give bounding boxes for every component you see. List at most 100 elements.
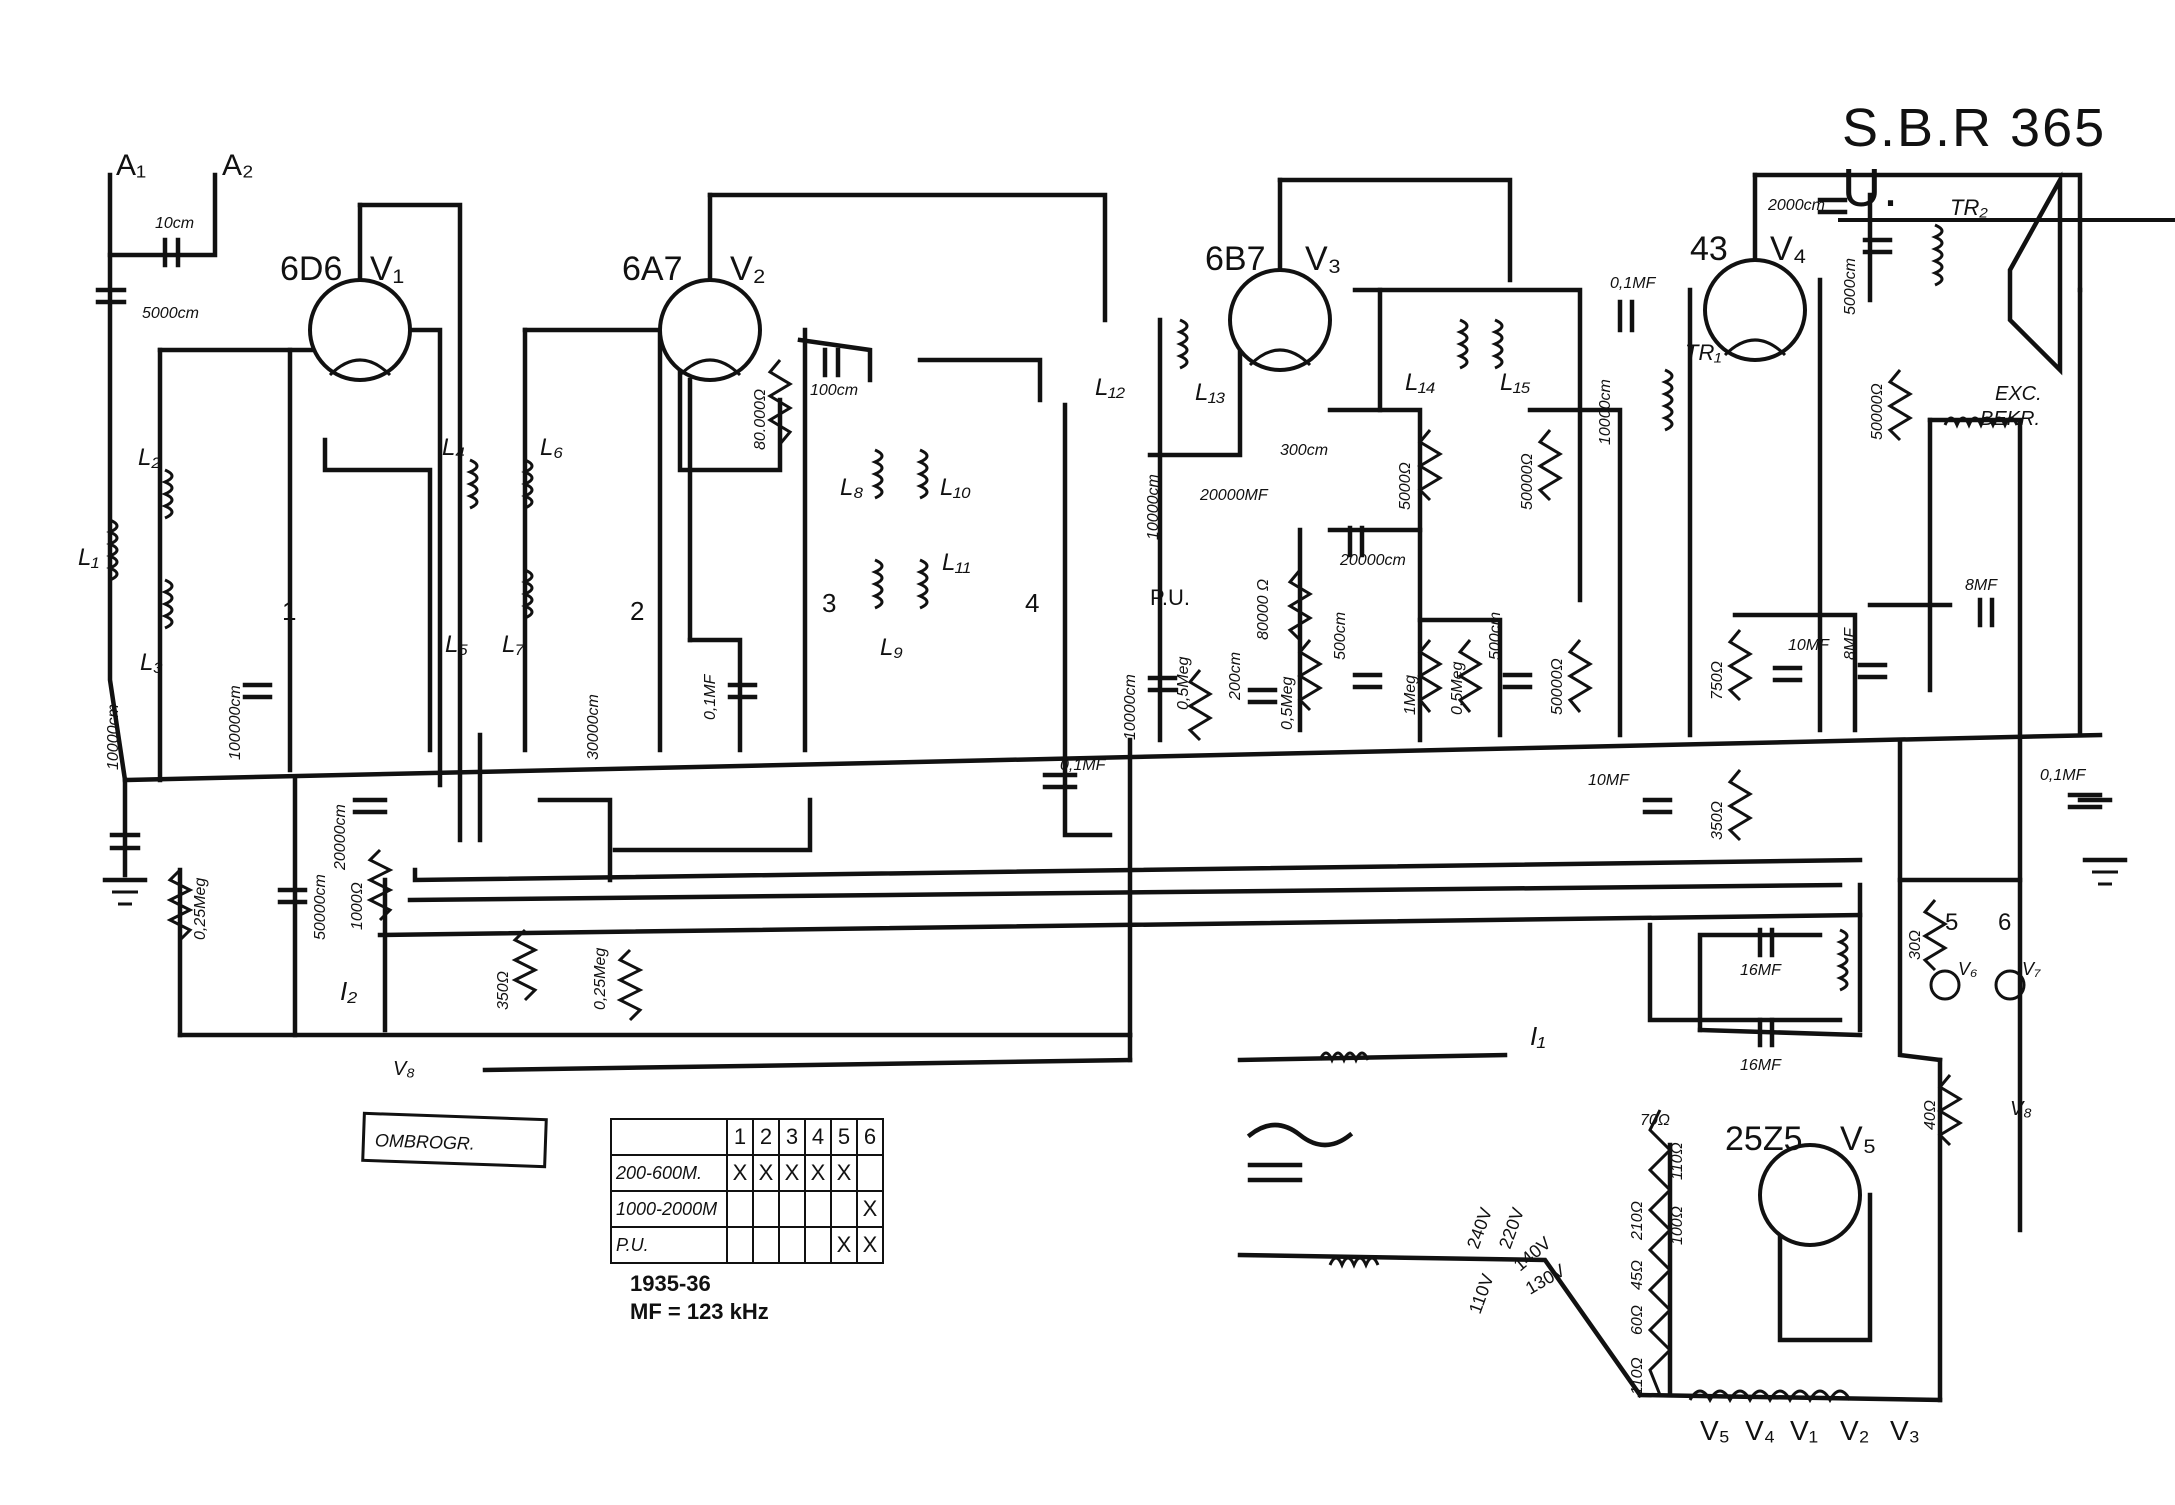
coil-l3: L₃ xyxy=(140,649,163,676)
cap-01mf-d: 0,1MF xyxy=(2040,767,2087,784)
cap-10000cm-d: 10000cm xyxy=(1597,379,1614,445)
band-table-header: 1 2 3 4 5 6 xyxy=(610,1118,884,1156)
cap-16mf-b: 16MF xyxy=(1740,1057,1782,1074)
wave-switch-box: OMBROGR. xyxy=(361,1111,548,1169)
res-750: 750Ω xyxy=(1709,661,1726,700)
wiring xyxy=(107,172,2113,1403)
res-70: 70Ω xyxy=(1640,1112,1670,1129)
coils xyxy=(106,223,2019,1404)
mains-ac-symbol xyxy=(1246,1122,1354,1183)
res-45: 45Ω xyxy=(1629,1260,1646,1290)
lamp-v8-label: V₈ xyxy=(2010,1098,2032,1120)
cap-5000cm: 5000cm xyxy=(142,305,199,322)
tap-110v: 110V xyxy=(1465,1271,1498,1316)
tube-v2-name: V₂ xyxy=(730,250,766,288)
res-60: 60Ω xyxy=(1629,1305,1646,1335)
band-cell: X xyxy=(752,1154,780,1192)
res-110: 110Ω xyxy=(1669,1142,1686,1180)
transformer-tr2: TR₂ xyxy=(1950,195,1988,220)
band-cell xyxy=(856,1154,884,1192)
tube-v4-icon xyxy=(1703,258,1807,362)
band-cell xyxy=(778,1190,806,1228)
tube-v5-type: 25Z5 xyxy=(1725,1120,1803,1158)
cap-8mf: 8MF xyxy=(1842,627,1859,660)
tap-220v: 220V xyxy=(1495,1205,1528,1251)
coil-l8: L₈ xyxy=(840,474,863,501)
cap-10mf-b: 10MF xyxy=(1588,772,1630,789)
voltmeter-v8-label: V₈ xyxy=(393,1058,415,1080)
tube-v1-name: V₁ xyxy=(370,250,404,288)
heater-v3: V₃ xyxy=(1890,1415,1920,1446)
cap-01mf-a: 0,1MF xyxy=(702,673,719,720)
field-exc-label: EXC. xyxy=(1995,383,2042,405)
res-1000: 1000Ω xyxy=(349,882,366,930)
cap-200cm: 200cm xyxy=(1227,652,1244,701)
band-switch-table: 1 2 3 4 5 6 200-600M. X X X X X 1000-200… xyxy=(610,1118,884,1264)
band-cell xyxy=(726,1190,754,1228)
band-table-corner xyxy=(610,1118,728,1156)
coil-l14: L₁₄ xyxy=(1405,369,1436,396)
cap-100000cm: 100000cm xyxy=(227,685,244,760)
band-col-1: 1 xyxy=(726,1118,754,1156)
heater-v1: V₁ xyxy=(1790,1415,1818,1446)
ground-icon xyxy=(2082,857,2128,886)
switch-5-label: 5 xyxy=(1945,909,1958,936)
band-cell xyxy=(726,1226,754,1264)
cap-5000cm-b: 5000cm xyxy=(1842,258,1859,315)
res-350b: 350Ω xyxy=(1709,801,1726,840)
transformer-tr1: TR₁ xyxy=(1685,340,1721,365)
band-col-5: 5 xyxy=(830,1118,858,1156)
coil-l12: L₁₂ xyxy=(1095,374,1125,401)
cap-20000mf: 20000MF xyxy=(1199,487,1269,504)
heater-v2: V₂ xyxy=(1840,1415,1870,1446)
cap-10cm: 10cm xyxy=(155,215,194,232)
lamp-v6-label: V₆ xyxy=(1958,959,1977,979)
res-50000c: 50000Ω xyxy=(1869,383,1886,440)
coil-l13: L₁₃ xyxy=(1195,379,1225,406)
band-cell xyxy=(830,1190,858,1228)
switch-4-label: 4 xyxy=(1025,588,1039,618)
band-table-row: P.U. X X xyxy=(610,1226,884,1264)
cap-500cm: 500cm xyxy=(1332,612,1349,660)
band-col-4: 4 xyxy=(804,1118,832,1156)
cap-01mf-c: 0,1MF xyxy=(1610,275,1657,292)
band-row-label: 200-600M. xyxy=(610,1154,728,1192)
res-025meg-b: 0,25Meg xyxy=(592,948,609,1010)
band-cell xyxy=(804,1226,832,1264)
tube-v3-name: V₃ xyxy=(1305,240,1342,278)
coil-l10: L₁₀ xyxy=(940,474,971,501)
coil-l2: L₂ xyxy=(138,444,161,471)
cap-10000cm-b: 10000cm xyxy=(1122,674,1139,740)
band-cell: X xyxy=(856,1226,884,1264)
band-cell xyxy=(778,1226,806,1264)
cap-10000cm: 10000cm xyxy=(105,704,122,770)
band-cell: X xyxy=(726,1154,754,1192)
cap-100cm: 100cm xyxy=(810,382,858,399)
antenna-a1-label: A₁ xyxy=(116,149,146,182)
tube-v3-icon xyxy=(1228,268,1332,372)
switch-6-label: 6 xyxy=(1998,909,2011,936)
field-bekr-label: BEKR. xyxy=(1980,408,2040,430)
band-col-2: 2 xyxy=(752,1118,780,1156)
tube-v4-name: V₄ xyxy=(1770,230,1807,268)
cap-30000cm: 30000cm xyxy=(585,694,602,760)
tube-v2-icon xyxy=(658,278,762,382)
res-05meg-a: 0,5Meg xyxy=(1175,657,1192,710)
res-1meg: 1Meg xyxy=(1402,675,1419,715)
capacitors xyxy=(95,197,2103,1048)
tube-v5-icon xyxy=(1758,1143,1862,1247)
res-80000b: 80000 Ω xyxy=(1255,579,1272,640)
res-100: 100Ω xyxy=(1669,1206,1686,1245)
cap-20000cm: 20000cm xyxy=(332,804,349,871)
pilot-lamps xyxy=(1929,969,2026,1001)
lamp-v7-label: V₇ xyxy=(2022,959,2041,979)
res-025meg-a: 0,25Meg xyxy=(192,878,209,940)
year-note: 1935-36 xyxy=(630,1271,711,1296)
switch-3-label: 3 xyxy=(822,588,836,618)
cap-10000cm-c: 10000cm xyxy=(1145,474,1162,540)
res-5000: 5000Ω xyxy=(1397,462,1414,510)
res-350: 350Ω xyxy=(495,971,512,1010)
cap-16mf-a: 16MF xyxy=(1740,962,1782,979)
labels: A₁ A₂ 6D6 V₁ 6A7 V₂ 6B7 V₃ 43 V₄ 25Z5 V₅… xyxy=(78,149,2087,1446)
